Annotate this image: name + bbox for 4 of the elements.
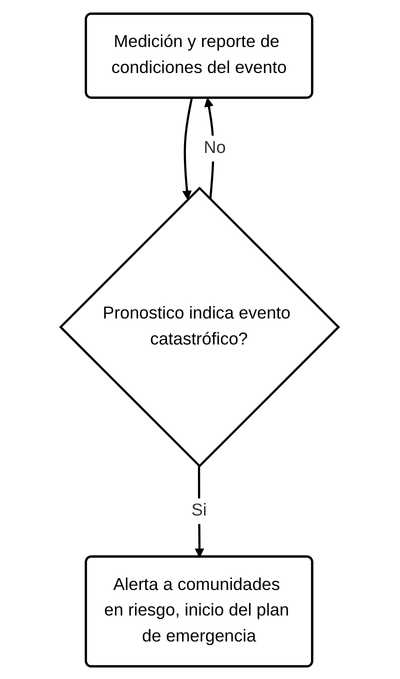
edge-label: Si (192, 501, 208, 520)
arrow (182, 97, 194, 200)
edge-label: No (204, 138, 226, 157)
node-diamond: Pronostico indica evento catastrófico? (60, 186, 340, 468)
